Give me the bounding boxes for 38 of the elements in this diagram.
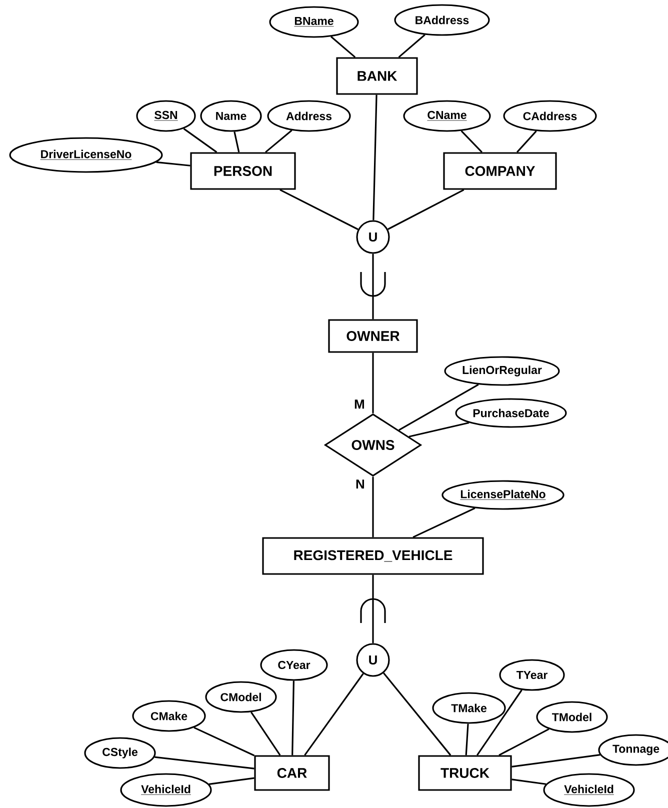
entity-box: BANK	[336, 57, 418, 95]
entity-box: CAR	[254, 755, 330, 791]
connector-line	[208, 777, 254, 785]
entity-box: COMPANY	[443, 152, 557, 190]
connector-line	[194, 726, 255, 756]
connector-line	[372, 352, 374, 414]
connector-line	[388, 189, 464, 230]
connector-line	[372, 94, 378, 220]
connector-line	[372, 254, 374, 320]
edge-label: N	[356, 480, 364, 489]
connector-line	[460, 130, 482, 153]
connector-line	[398, 34, 426, 58]
connector-line	[304, 673, 364, 756]
connector-line	[154, 756, 254, 770]
connector-line	[265, 130, 292, 153]
connector-line	[382, 672, 452, 756]
connector-line	[512, 754, 600, 768]
connector-line	[250, 712, 281, 756]
edge-label: M	[354, 400, 364, 409]
connector-line	[412, 507, 476, 538]
connector-line	[512, 778, 546, 785]
connector-line	[408, 422, 470, 438]
connector-line	[183, 128, 218, 153]
connector-line	[330, 36, 356, 58]
connector-line	[476, 690, 522, 756]
connector-line	[372, 476, 374, 538]
entity-box: TRUCK	[418, 755, 512, 791]
connector-line	[156, 161, 190, 166]
connector-line	[516, 130, 537, 153]
connector-line	[280, 189, 358, 230]
connector-line	[372, 574, 374, 644]
connector-line	[234, 132, 240, 152]
connector-line	[465, 724, 469, 756]
connector-line	[292, 680, 294, 756]
entity-box: PERSON	[190, 152, 296, 190]
entity-box: REGISTERED_VEHICLE	[262, 537, 484, 575]
connector-line	[498, 728, 550, 756]
entity-box: OWNER	[328, 319, 418, 353]
